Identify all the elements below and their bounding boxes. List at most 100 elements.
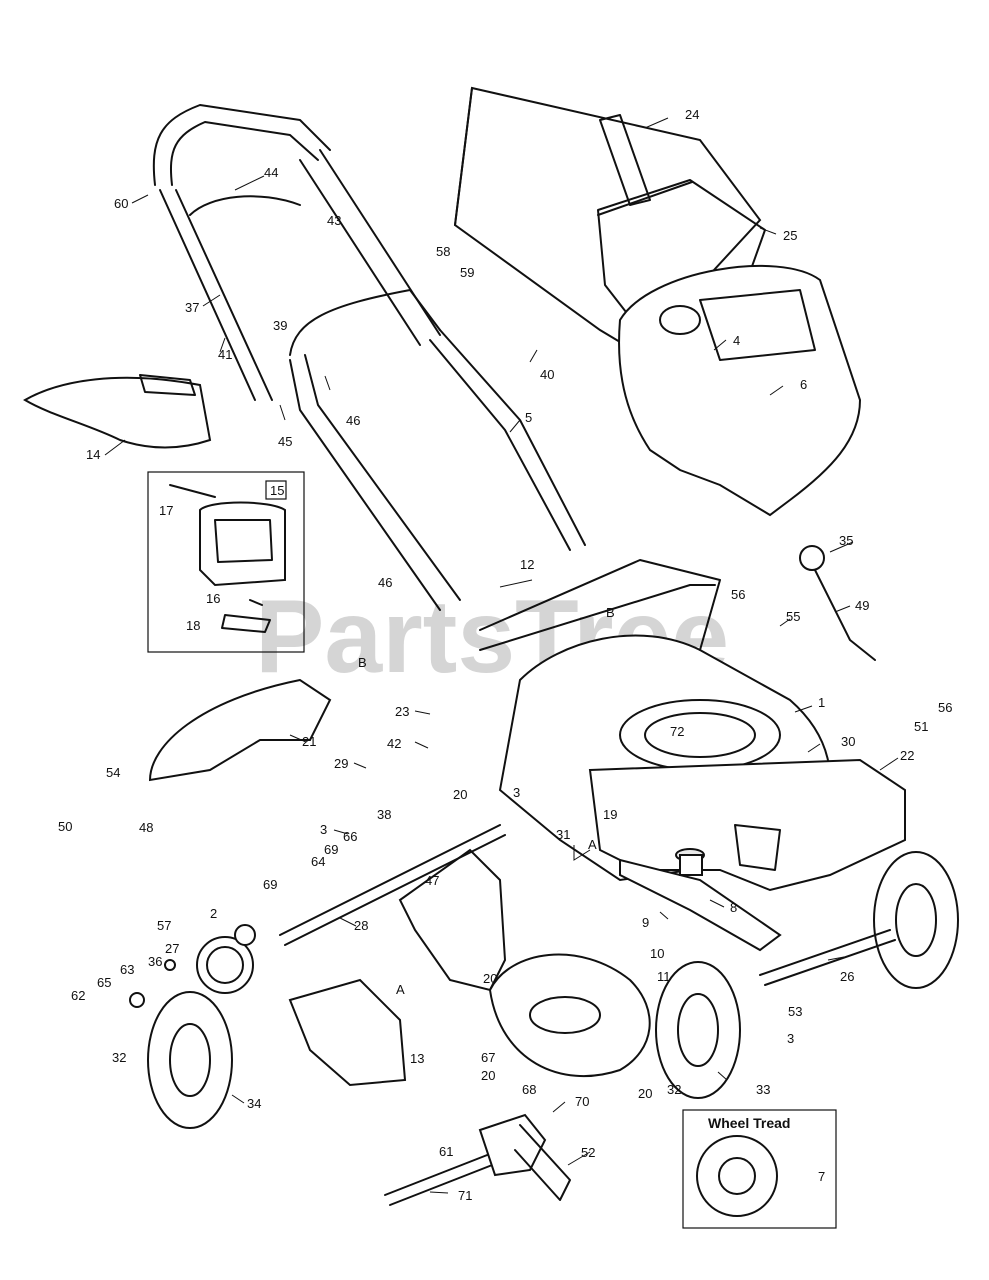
callout-62: 62 xyxy=(71,988,85,1003)
callout-60: 60 xyxy=(114,196,128,211)
callout-42: 42 xyxy=(387,736,401,751)
callout-71: 71 xyxy=(458,1188,472,1203)
front-wheel-left xyxy=(655,961,741,1099)
callout-2: 2 xyxy=(210,906,217,921)
front-wheel-right xyxy=(873,851,959,989)
callout-23: 23 xyxy=(395,704,409,719)
rear-wheel xyxy=(147,991,233,1129)
callout-43: 43 xyxy=(327,213,341,228)
callout-27: 27 xyxy=(165,941,179,956)
callout-11: 11 xyxy=(657,969,671,984)
callout-10: 10 xyxy=(650,946,664,961)
callout-70: 70 xyxy=(575,1094,589,1109)
callout-72: 72 xyxy=(670,724,684,739)
callout-19: 19 xyxy=(603,807,617,822)
callout-66: 66 xyxy=(343,829,357,844)
wheel-tread-title: Wheel Tread xyxy=(708,1115,790,1131)
callout-34: 34 xyxy=(247,1096,261,1111)
callout-8: 8 xyxy=(730,900,737,915)
callout-69: 69 xyxy=(263,877,277,892)
callout-50: 50 xyxy=(58,819,72,834)
callout-6: 6 xyxy=(800,377,807,392)
callout-55: 55 xyxy=(786,609,800,624)
callout-49: 49 xyxy=(855,598,869,613)
callout-37: 37 xyxy=(185,300,199,315)
callout-21: 21 xyxy=(302,734,316,749)
callout-28: 28 xyxy=(354,918,368,933)
callout-3: 3 xyxy=(513,785,520,800)
rear-shield xyxy=(148,678,332,782)
callout-24: 24 xyxy=(685,107,699,122)
callout-51: 51 xyxy=(914,719,928,734)
callout-54: 54 xyxy=(106,765,120,780)
section-mark-a: A xyxy=(588,837,597,852)
callout-61: 61 xyxy=(439,1144,453,1159)
callout-1: 1 xyxy=(818,695,825,710)
callout-41: 41 xyxy=(218,347,232,362)
callout-57: 57 xyxy=(157,918,171,933)
callout-65: 65 xyxy=(97,975,111,990)
callout-9: 9 xyxy=(642,915,649,930)
callout-39: 39 xyxy=(273,318,287,333)
callout-69: 69 xyxy=(324,842,338,857)
callout-30: 30 xyxy=(841,734,855,749)
callout-29: 29 xyxy=(334,756,348,771)
callout-46: 46 xyxy=(378,575,392,590)
callout-12: 12 xyxy=(520,557,534,572)
callout-68: 68 xyxy=(522,1082,536,1097)
upper-handle xyxy=(152,104,441,401)
callout-52: 52 xyxy=(581,1145,595,1160)
engine-cover xyxy=(618,264,862,517)
lower-handle xyxy=(289,289,586,611)
callout-56: 56 xyxy=(938,700,952,715)
blade xyxy=(619,848,782,952)
callout-16: 16 xyxy=(206,591,220,606)
front-axle xyxy=(759,929,896,986)
kit-label: 15 xyxy=(270,483,284,498)
callout-45: 45 xyxy=(278,434,292,449)
callout-56: 56 xyxy=(731,587,745,602)
callout-59: 59 xyxy=(460,265,474,280)
callout-35: 35 xyxy=(839,533,853,548)
callout-36: 36 xyxy=(148,954,162,969)
callout-22: 22 xyxy=(900,748,914,763)
callout-40: 40 xyxy=(540,367,554,382)
callout-38: 38 xyxy=(377,807,391,822)
height-lever xyxy=(799,545,876,661)
callout-18: 18 xyxy=(186,618,200,633)
transmission xyxy=(384,1113,571,1206)
callout-53: 53 xyxy=(788,1004,802,1019)
callout-46: 46 xyxy=(346,413,360,428)
callout-3: 3 xyxy=(320,822,327,837)
callout-20: 20 xyxy=(638,1086,652,1101)
rear-flap xyxy=(23,374,212,449)
callout-67: 67 xyxy=(481,1050,495,1065)
callout-7: 7 xyxy=(818,1169,825,1184)
callout-3: 3 xyxy=(787,1031,794,1046)
callout-58: 58 xyxy=(436,244,450,259)
callout-31: 31 xyxy=(556,827,570,842)
kit-inset: 15 xyxy=(147,471,305,653)
callout-48: 48 xyxy=(139,820,153,835)
callout-20: 20 xyxy=(481,1068,495,1083)
callout-20: 20 xyxy=(483,971,497,986)
section-mark-b: B xyxy=(358,655,367,670)
callout-64: 64 xyxy=(311,854,325,869)
rear-axle xyxy=(129,824,506,1008)
discharge-chute xyxy=(288,848,651,1087)
callout-5: 5 xyxy=(525,410,532,425)
callout-labels: 1 2 3 3 3 4 5 6 7 8 9 10 11 12 13 14 16 … xyxy=(58,107,952,1203)
callout-4: 4 xyxy=(733,333,740,348)
wheel-tread-inset: Wheel Tread xyxy=(682,1109,837,1229)
leader-lines xyxy=(104,117,899,1194)
section-mark-a: A xyxy=(396,982,405,997)
callout-14: 14 xyxy=(86,447,100,462)
callout-33: 33 xyxy=(756,1082,770,1097)
callout-20: 20 xyxy=(453,787,467,802)
callout-17: 17 xyxy=(159,503,173,518)
callout-13: 13 xyxy=(410,1051,424,1066)
callout-25: 25 xyxy=(783,228,797,243)
callout-32: 32 xyxy=(667,1082,681,1097)
section-mark-b: B xyxy=(606,605,615,620)
